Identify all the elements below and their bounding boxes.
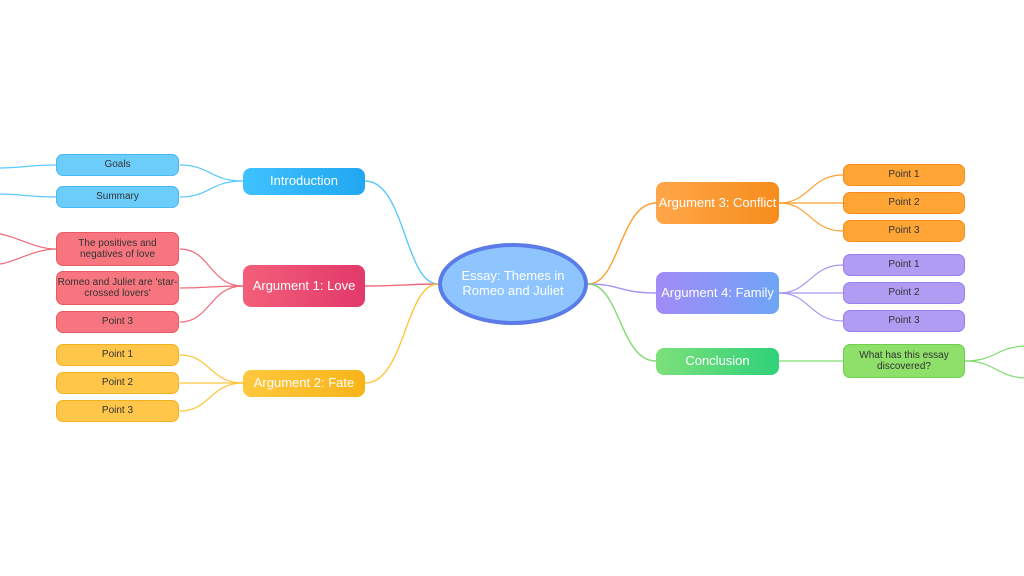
link-arg4-leaf1 xyxy=(778,264,844,294)
link-intro-summary xyxy=(179,180,244,198)
link-intro-goals xyxy=(179,164,244,182)
leaf-conclusion-discovered[interactable]: What has this essay discovered? xyxy=(843,344,965,378)
leaf-intro-summary[interactable]: Summary xyxy=(56,186,179,208)
central-topic-label: Essay: Themes in Romeo and Juliet xyxy=(461,268,565,298)
link-central-argument3 xyxy=(587,202,657,285)
leaf-intro-goals[interactable]: Goals xyxy=(56,154,179,176)
branch-argument-1-label: Argument 1: Love xyxy=(252,277,356,293)
link-arg2-leaf1 xyxy=(179,354,244,384)
link-arg3-leaf1 xyxy=(778,174,844,204)
leaf-label: Point 1 xyxy=(888,169,920,181)
branch-introduction-label: Introduction xyxy=(270,173,338,189)
link-central-argument4 xyxy=(587,283,657,294)
link-arg1-leaf1 xyxy=(179,248,244,287)
link-arg2-leaf3 xyxy=(179,382,244,412)
branch-argument-3-label: Argument 3: Conflict xyxy=(658,194,777,210)
leaf-label: Point 2 xyxy=(101,377,134,389)
branch-argument-3[interactable]: Argument 3: Conflict xyxy=(656,182,779,224)
leaf-arg3-point-3[interactable]: Point 3 xyxy=(843,220,965,242)
leaf-arg1-point-3[interactable]: Point 3 xyxy=(56,311,179,333)
link-central-conclusion xyxy=(587,283,657,362)
leaf-arg2-point-1[interactable]: Point 1 xyxy=(56,344,179,366)
link-arg1-offscreen-a xyxy=(0,233,57,250)
link-central-argument2 xyxy=(364,283,439,384)
leaf-label: Point 1 xyxy=(888,259,920,271)
link-arg1-leaf3 xyxy=(179,285,244,323)
leaf-label: Point 3 xyxy=(888,315,920,327)
leaf-label: Goals xyxy=(104,159,131,171)
leaf-label: Romeo and Juliet are 'star-crossed lover… xyxy=(57,276,178,300)
leaf-label: What has this essay discovered? xyxy=(859,349,949,373)
leaf-label: Summary xyxy=(96,191,139,203)
leaf-arg2-point-3[interactable]: Point 3 xyxy=(56,400,179,422)
leaf-arg3-point-1[interactable]: Point 1 xyxy=(843,164,965,186)
leaf-label: Point 2 xyxy=(888,287,920,299)
link-arg1-leaf2 xyxy=(179,285,244,289)
leaf-label: Point 3 xyxy=(101,316,134,328)
central-topic-node[interactable]: Essay: Themes in Romeo and Juliet xyxy=(438,243,588,325)
leaf-arg4-point-3[interactable]: Point 3 xyxy=(843,310,965,332)
leaf-arg1-positives[interactable]: The positives and negatives of love xyxy=(56,232,179,266)
leaf-arg4-point-1[interactable]: Point 1 xyxy=(843,254,965,276)
leaf-arg3-point-2[interactable]: Point 2 xyxy=(843,192,965,214)
link-concl-offscreen-b xyxy=(964,360,1024,379)
branch-conclusion[interactable]: Conclusion xyxy=(656,348,779,375)
branch-argument-4-label: Argument 4: Family xyxy=(661,284,774,300)
link-central-argument1 xyxy=(364,283,439,287)
branch-argument-2[interactable]: Argument 2: Fate xyxy=(243,370,365,397)
link-arg1-offscreen-b xyxy=(0,248,57,265)
link-arg4-leaf3 xyxy=(778,292,844,322)
leaf-label: Point 2 xyxy=(888,197,920,209)
branch-conclusion-label: Conclusion xyxy=(685,353,750,369)
link-summary-offscreen xyxy=(0,193,57,198)
link-concl-offscreen-a xyxy=(964,345,1024,362)
link-central-introduction xyxy=(364,180,439,285)
link-goals-offscreen xyxy=(0,164,57,169)
branch-introduction[interactable]: Introduction xyxy=(243,168,365,195)
leaf-label: Point 3 xyxy=(101,405,134,417)
branch-argument-2-label: Argument 2: Fate xyxy=(253,375,355,391)
leaf-label: Point 3 xyxy=(888,225,920,237)
branch-argument-4[interactable]: Argument 4: Family xyxy=(656,272,779,314)
branch-argument-1[interactable]: Argument 1: Love xyxy=(243,265,365,307)
leaf-label: Point 1 xyxy=(101,349,134,361)
leaf-arg2-point-2[interactable]: Point 2 xyxy=(56,372,179,394)
leaf-arg1-star-crossed[interactable]: Romeo and Juliet are 'star-crossed lover… xyxy=(56,271,179,305)
leaf-label: The positives and negatives of love xyxy=(78,237,157,261)
leaf-arg4-point-2[interactable]: Point 2 xyxy=(843,282,965,304)
link-arg3-leaf3 xyxy=(778,202,844,232)
